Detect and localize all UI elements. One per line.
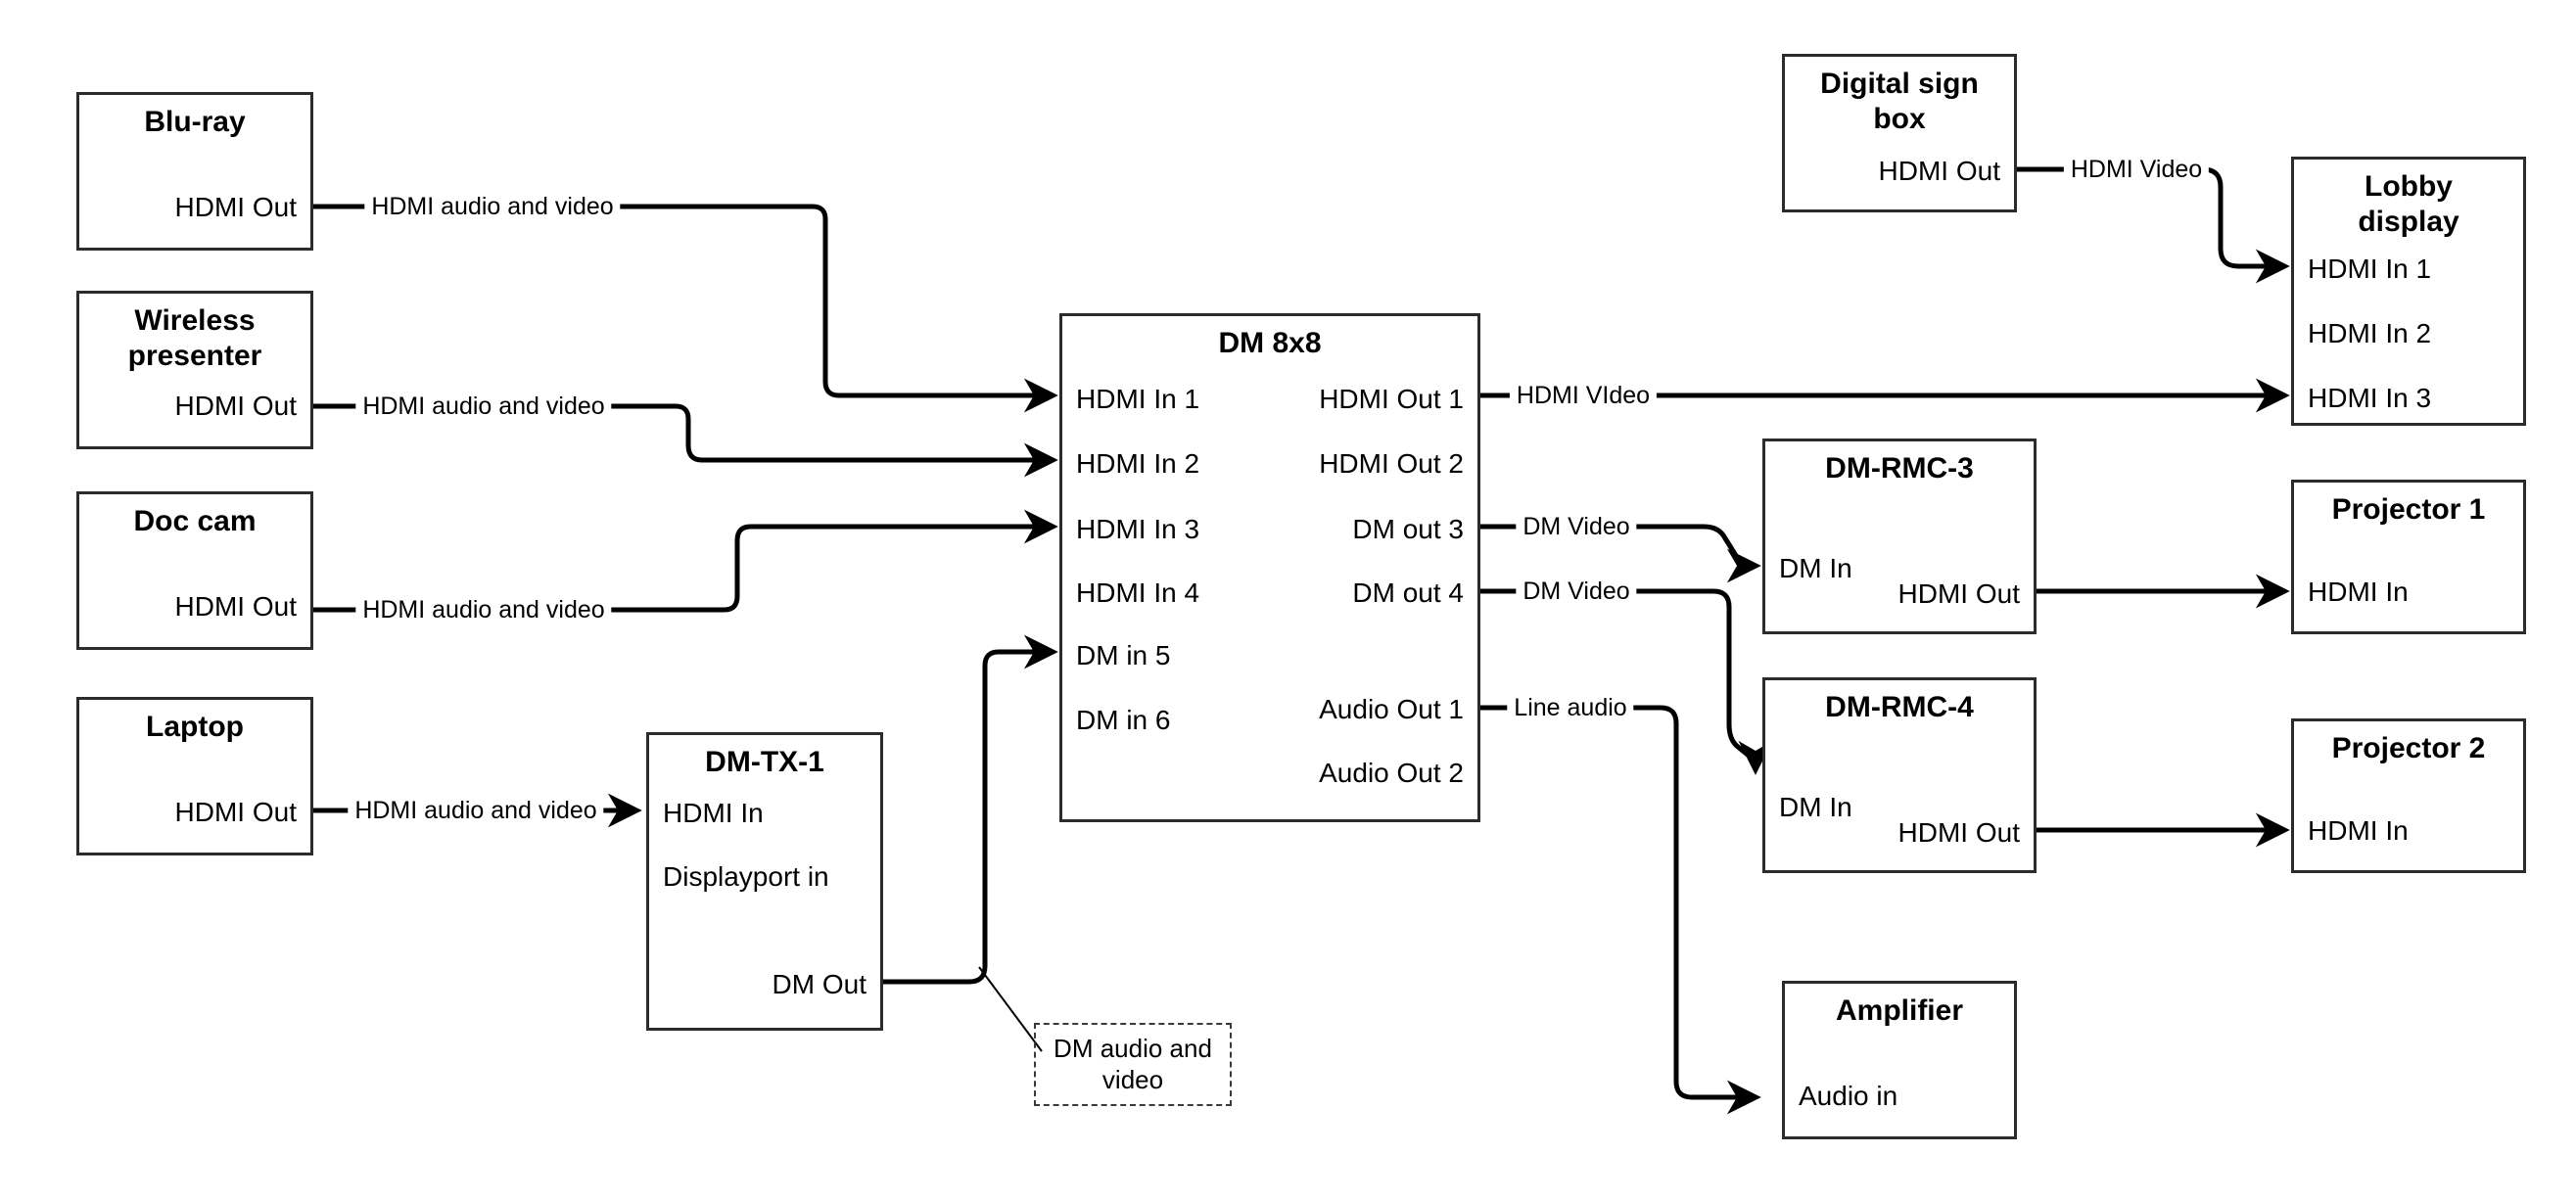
- node-dm-8x8-input-hdmi-in-3: HDMI In 3: [1076, 514, 1200, 544]
- node-lobby-display-input-hdmi-in-2: HDMI In 2: [2308, 318, 2432, 348]
- node-dm-tx-1-port-hdmi-in: HDMI In: [663, 798, 764, 828]
- node-dm-8x8-output-hdmi-out-1: HDMI Out 1: [1319, 384, 1464, 414]
- node-wireless-presenter-port-hdmi-out: HDMI Out: [174, 391, 297, 421]
- node-doc-cam-title: Doc cam: [133, 505, 257, 537]
- node-dm-8x8-output-dm-out-3: DM out 3: [1352, 514, 1464, 544]
- node-doc-cam[interactable]: Doc cam HDMI Out: [76, 491, 313, 650]
- node-lobby-display-input-hdmi-in-1: HDMI In 1: [2308, 254, 2432, 284]
- node-dm-tx-1-title: DM-TX-1: [705, 746, 824, 778]
- node-dm-rmc-3-title: DM-RMC-3: [1825, 452, 1974, 485]
- node-dm-8x8-input-hdmi-in-1: HDMI In 1: [1076, 384, 1200, 414]
- wire-bluray-to-dm-in1: [313, 204, 1058, 413]
- wire-note-leader: [978, 966, 1043, 1052]
- node-laptop-port-hdmi-out: HDMI Out: [174, 797, 297, 827]
- node-bluray[interactable]: Blu-ray HDMI Out: [76, 92, 313, 251]
- node-dm-8x8-output-audio-out-1: Audio Out 1: [1319, 694, 1464, 724]
- edge-label-doccam-to-dm: HDMI audio and video: [355, 596, 612, 624]
- node-dm-rmc-3-port-dm-in: DM In: [1779, 553, 1852, 583]
- node-wireless-presenter[interactable]: Wireless presenter HDMI Out: [76, 291, 313, 449]
- node-projector-2[interactable]: Projector 2 HDMI In: [2291, 718, 2526, 873]
- note-dm-audio-and-video: DM audio and video: [1034, 1023, 1232, 1106]
- node-dm-8x8-input-hdmi-in-4: HDMI In 4: [1076, 577, 1200, 608]
- node-digital-sign-box-port-hdmi-out: HDMI Out: [1878, 156, 2000, 186]
- node-dm-rmc-4-port-hdmi-out: HDMI Out: [1897, 817, 2020, 848]
- node-projector-2-port-hdmi-in: HDMI In: [2308, 815, 2409, 846]
- node-lobby-display[interactable]: Lobby display HDMI In 1 HDMI In 2 HDMI I…: [2291, 157, 2526, 426]
- node-dm-tx-1-port-displayport-in: Displayport in: [663, 861, 829, 892]
- edge-label-wireless-to-dm: HDMI audio and video: [355, 393, 612, 420]
- node-dm-8x8-input-hdmi-in-2: HDMI In 2: [1076, 448, 1200, 479]
- node-dm-rmc-4-title: DM-RMC-4: [1825, 691, 1974, 723]
- edge-label-signbox-to-lobby: HDMI Video: [2063, 156, 2210, 183]
- node-lobby-display-input-hdmi-in-3: HDMI In 3: [2308, 383, 2432, 413]
- node-bluray-title: Blu-ray: [144, 106, 246, 138]
- node-dm-tx-1-port-dm-out: DM Out: [772, 969, 866, 999]
- node-dm-rmc-4-port-dm-in: DM In: [1779, 792, 1852, 822]
- node-amplifier[interactable]: Amplifier Audio in: [1782, 981, 2017, 1139]
- edge-label-dm-dmout3-to-rmc3: DM Video: [1516, 513, 1637, 540]
- node-digital-sign-box[interactable]: Digital sign box HDMI Out: [1782, 54, 2017, 212]
- node-dm-rmc-4[interactable]: DM-RMC-4 DM In HDMI Out: [1762, 677, 2037, 873]
- node-lobby-display-title: Lobby display: [2358, 170, 2459, 238]
- node-dm-8x8-input-dm-in-5: DM in 5: [1076, 640, 1171, 670]
- node-dm-8x8-output-dm-out-4: DM out 4: [1352, 577, 1464, 608]
- node-dm-8x8-input-dm-in-6: DM in 6: [1076, 705, 1171, 735]
- edge-label-bluray-to-dm: HDMI audio and video: [364, 193, 621, 220]
- node-laptop[interactable]: Laptop HDMI Out: [76, 697, 313, 855]
- node-dm-8x8-title: DM 8x8: [1218, 327, 1322, 359]
- node-dm-8x8[interactable]: DM 8x8 HDMI In 1 HDMI In 2 HDMI In 3 HDM…: [1059, 313, 1480, 822]
- edge-label-dm-dmout4-to-rmc4: DM Video: [1516, 577, 1637, 605]
- edge-label-dm-hdmiout1-to-lobby: HDMI VIdeo: [1509, 382, 1658, 409]
- wire-dm-dmout4-to-rmc4: [1480, 588, 1773, 775]
- node-dm-rmc-3-port-hdmi-out: HDMI Out: [1897, 578, 2020, 609]
- node-dm-tx-1[interactable]: DM-TX-1 HDMI In Displayport in DM Out: [646, 732, 883, 1031]
- node-dm-8x8-output-audio-out-2: Audio Out 2: [1319, 758, 1464, 788]
- edge-label-laptop-to-dmtx1: HDMI audio and video: [348, 797, 604, 824]
- edge-label-dm-audioout1-to-amplifier: Line audio: [1507, 694, 1634, 721]
- node-wireless-presenter-title: Wireless presenter: [127, 304, 262, 372]
- node-laptop-title: Laptop: [146, 711, 244, 743]
- node-projector-1-port-hdmi-in: HDMI In: [2308, 577, 2409, 607]
- note-dm-audio-and-video-text: DM audio and video: [1054, 1034, 1212, 1094]
- node-projector-2-title: Projector 2: [2331, 732, 2486, 764]
- node-amplifier-port-audio-in: Audio in: [1799, 1081, 1898, 1111]
- wire-dmtx1-to-dm-in5: [881, 634, 1058, 985]
- wire-dm-audioout1-to-amplifier: [1480, 705, 1761, 1115]
- node-dm-rmc-3[interactable]: DM-RMC-3 DM In HDMI Out: [1762, 439, 2037, 634]
- node-projector-1[interactable]: Projector 1 HDMI In: [2291, 480, 2526, 634]
- wire-signbox-to-lobby-in1: [2017, 166, 2290, 284]
- node-projector-1-title: Projector 1: [2331, 493, 2486, 526]
- node-bluray-port-hdmi-out: HDMI Out: [174, 192, 297, 222]
- node-dm-8x8-output-hdmi-out-2: HDMI Out 2: [1319, 448, 1464, 479]
- node-doc-cam-port-hdmi-out: HDMI Out: [174, 591, 297, 622]
- node-digital-sign-box-title: Digital sign box: [1820, 68, 1979, 135]
- node-amplifier-title: Amplifier: [1835, 994, 1964, 1027]
